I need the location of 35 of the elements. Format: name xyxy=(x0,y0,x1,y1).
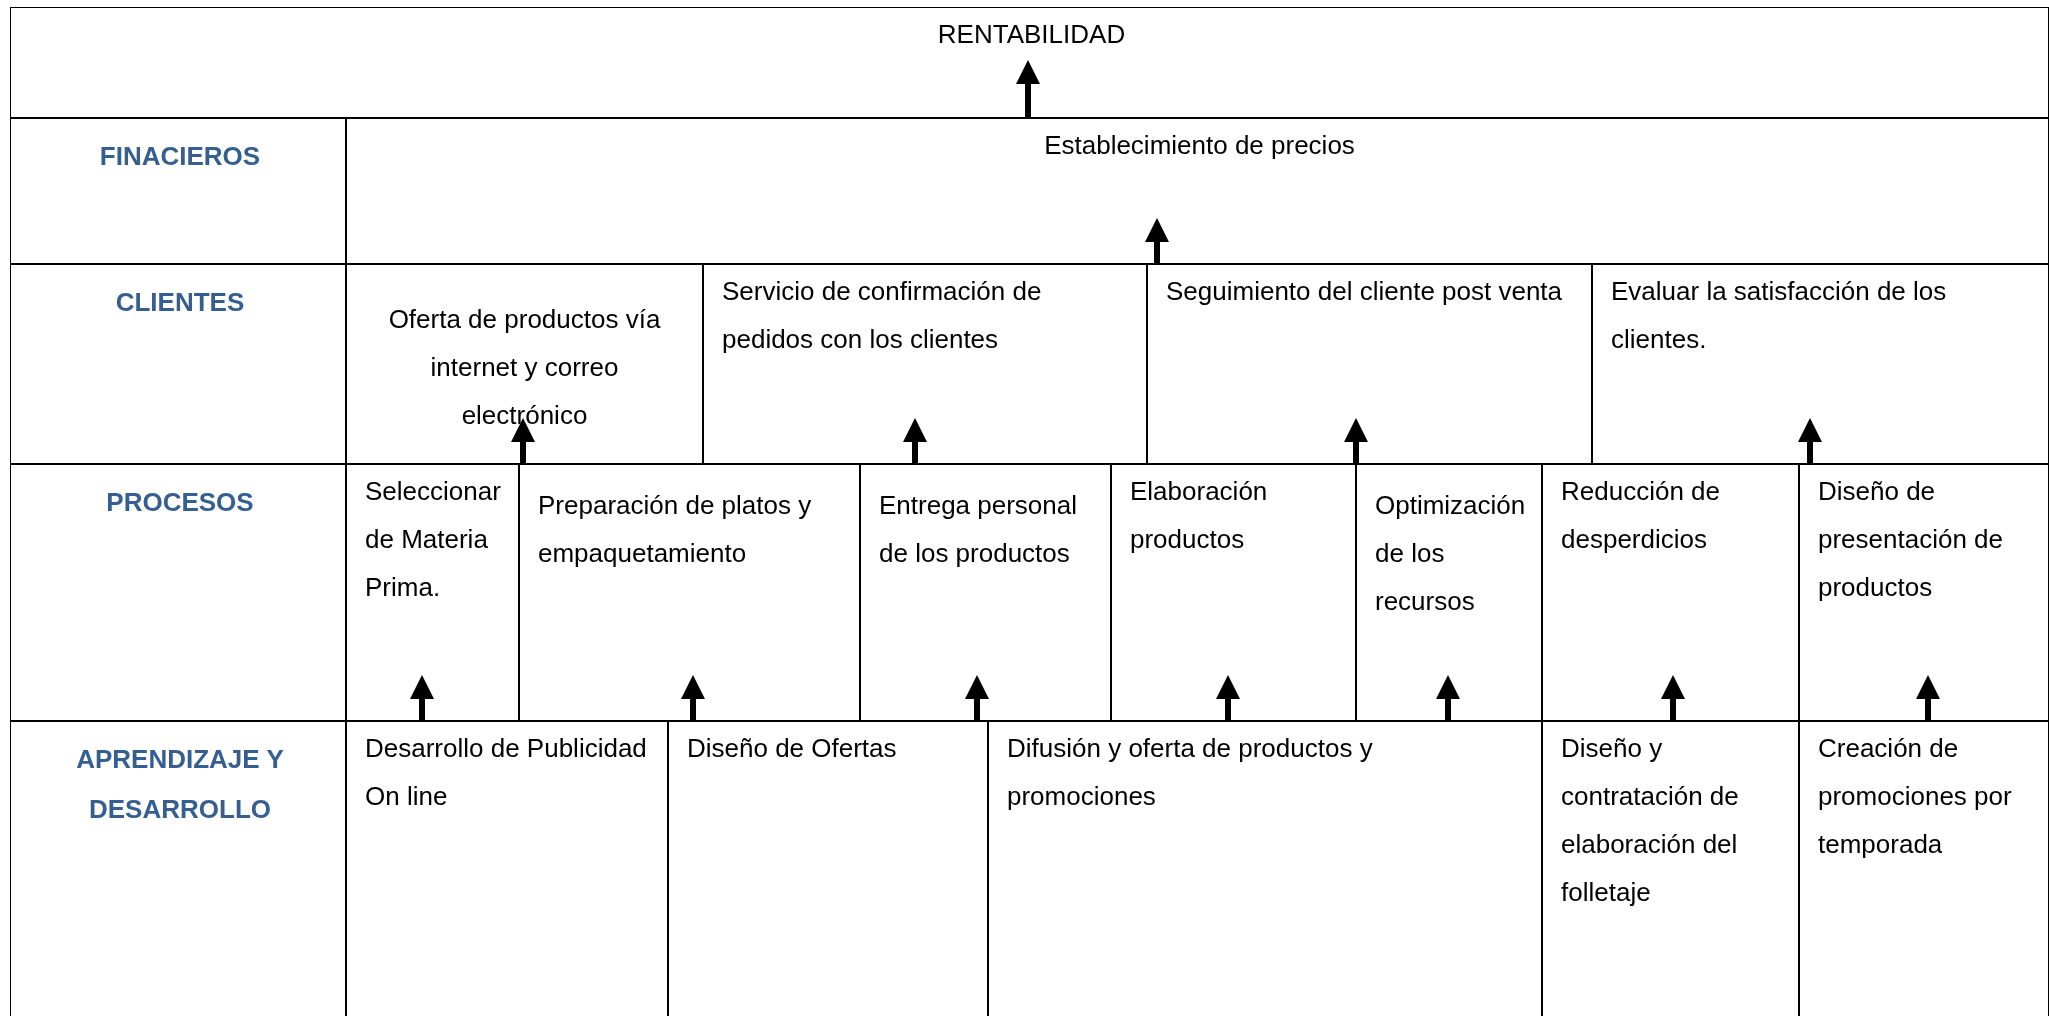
arrow xyxy=(1216,675,1240,721)
arrow xyxy=(1145,218,1169,264)
strategy-cell: Preparación de platos y empaquetamiento xyxy=(519,464,860,721)
strategy-cell: Optimización de los recursos xyxy=(1356,464,1542,721)
arrow xyxy=(965,675,989,721)
strategy-cell: Oferta de productos vía internet y correo electrónico xyxy=(346,264,703,464)
strategy-cell: RENTABILIDAD xyxy=(10,7,2049,118)
strategy-cell: Elaboración productos xyxy=(1111,464,1356,721)
arrow xyxy=(1344,418,1368,464)
strategy-cell: Diseño y contratación de elaboración del folletaje xyxy=(1542,721,1799,1016)
arrow xyxy=(1798,418,1822,464)
strategy-cell: Establecimiento de precios xyxy=(346,118,2049,264)
strategy-cell: Seguimiento del cliente post venta xyxy=(1147,264,1592,464)
arrow xyxy=(1661,675,1685,721)
strategy-cell: Diseño de Ofertas xyxy=(668,721,988,1016)
row-header: PROCESOS xyxy=(10,464,346,721)
arrow xyxy=(1016,60,1040,118)
strategy-cell: Diseño de presentación de productos xyxy=(1799,464,2049,721)
row-header: APRENDIZAJE Y DESARROLLO xyxy=(10,721,346,1016)
strategy-cell: Evaluar la satisfacción de los clientes. xyxy=(1592,264,2049,464)
arrow xyxy=(903,418,927,464)
strategy-cell: Creación de promociones por temporada xyxy=(1799,721,2049,1016)
strategy-cell: Reducción de desperdicios xyxy=(1542,464,1799,721)
row-header: FINACIEROS xyxy=(10,118,346,264)
row-header: CLIENTES xyxy=(10,264,346,464)
strategy-cell: Desarrollo de Publicidad On line xyxy=(346,721,668,1016)
arrow xyxy=(410,675,434,721)
strategy-cell: Seleccionar de Materia Prima. xyxy=(346,464,519,721)
arrow xyxy=(511,418,535,464)
strategy-cell: Servicio de confirmación de pedidos con los clientes xyxy=(703,264,1147,464)
strategy-cell: Entrega personal de los productos xyxy=(860,464,1111,721)
arrow xyxy=(1436,675,1460,721)
strategy-cell: Difusión y oferta de productos y promociones xyxy=(988,721,1542,1016)
arrow xyxy=(1916,675,1940,721)
arrow xyxy=(681,675,705,721)
